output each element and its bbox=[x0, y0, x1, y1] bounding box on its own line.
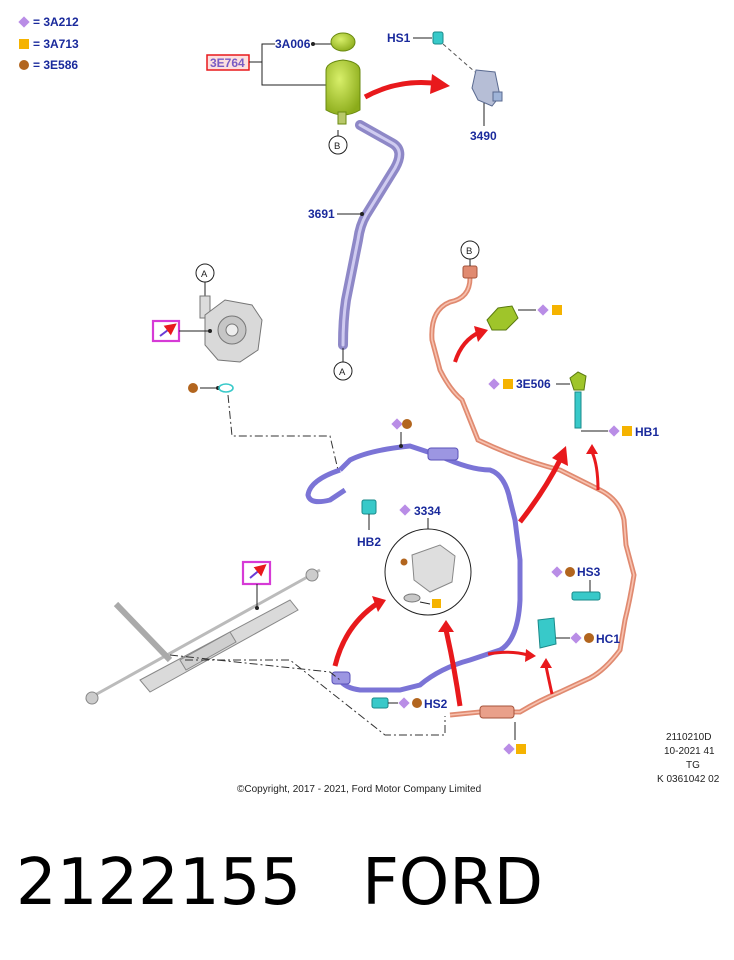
arrow-icon bbox=[363, 80, 441, 100]
bracket-label: 3490 bbox=[470, 129, 497, 143]
reservoir-cap-icon bbox=[330, 32, 356, 52]
legend-item-3e586: = 3E586 bbox=[19, 58, 78, 72]
square-icon bbox=[503, 379, 513, 389]
square-icon bbox=[19, 39, 29, 49]
bolt-icon bbox=[571, 591, 601, 601]
arrow-icon bbox=[544, 665, 554, 695]
circle-icon bbox=[188, 383, 198, 393]
pressure-fitting-label: 3E506 bbox=[516, 377, 551, 391]
arrow-icon bbox=[453, 330, 481, 363]
diamond-icon bbox=[488, 378, 500, 390]
reservoir-assembly-label: 3E764 bbox=[210, 56, 245, 70]
diamond-icon bbox=[399, 504, 411, 516]
hb2-label: HB2 bbox=[357, 535, 381, 549]
square-icon bbox=[432, 599, 441, 608]
legend-code: = 3E586 bbox=[33, 58, 78, 72]
circle-icon bbox=[565, 567, 575, 577]
connector-b-top-label: B bbox=[334, 141, 340, 152]
circle-icon bbox=[400, 558, 408, 566]
pressure-fitting-group: 3E506 HB1 bbox=[488, 371, 659, 524]
arrow-icon bbox=[487, 650, 529, 657]
connector-a-top-label: A bbox=[201, 269, 208, 280]
connector-b-top bbox=[328, 135, 348, 155]
circle-icon bbox=[19, 60, 29, 70]
pump-detail-label: 3334 bbox=[414, 504, 441, 518]
diamond-icon bbox=[503, 743, 515, 755]
hs2-label: HS2 bbox=[424, 697, 448, 711]
arrow-icon bbox=[249, 564, 267, 579]
meta-line-4: K 0361042 02 bbox=[657, 774, 720, 785]
drawing-meta: 2110210D 10-2021 41 TG K 0361042 02 bbox=[657, 732, 720, 785]
o-ring-icon bbox=[218, 383, 234, 393]
hc1-label: HC1 bbox=[596, 632, 620, 646]
fitting-icon bbox=[569, 371, 587, 391]
part-number: 2122155 bbox=[16, 846, 302, 920]
arrow-icon bbox=[159, 323, 177, 337]
pressure-line-group: B bbox=[429, 240, 637, 755]
connector-b-bottom-label: B bbox=[466, 246, 472, 257]
legend-item-3a713: = 3A713 bbox=[19, 37, 79, 51]
legend: = 3A212 = 3A713 = 3E586 bbox=[18, 15, 79, 72]
hs1-label: HS1 bbox=[387, 31, 411, 45]
clip-icon bbox=[537, 617, 557, 649]
reservoir-icon bbox=[325, 59, 361, 116]
diamond-icon bbox=[18, 16, 30, 28]
connector-a-bottom-label: A bbox=[339, 367, 346, 378]
bolt-icon bbox=[574, 391, 582, 429]
meta-line-2: 10-2021 41 bbox=[664, 746, 715, 757]
part-number-line: 2122155 FORD bbox=[16, 838, 726, 928]
connector-a-bottom bbox=[333, 361, 353, 381]
cap-label: 3A006 bbox=[275, 37, 311, 51]
power-steering-diagram: = 3A212 = 3A713 = 3E586 3E764 3A006 B HS… bbox=[18, 15, 720, 795]
square-icon bbox=[552, 305, 562, 315]
diamond-icon bbox=[551, 566, 563, 578]
clip-group: HS3 HC1 bbox=[487, 565, 620, 695]
diamond-icon bbox=[570, 632, 582, 644]
supply-hose bbox=[338, 120, 405, 350]
hs3-label: HS3 bbox=[577, 565, 601, 579]
reservoir-group: 3E764 3A006 B bbox=[206, 32, 361, 155]
arrow-icon bbox=[443, 629, 463, 707]
supply-hose-group: 3691 A bbox=[308, 120, 405, 381]
brand: FORD bbox=[362, 846, 543, 920]
diamond-icon bbox=[537, 304, 549, 316]
diamond-icon bbox=[608, 425, 620, 437]
return-line bbox=[337, 443, 523, 693]
bolt-icon bbox=[432, 31, 444, 45]
bracket-group: HS1 3490 bbox=[387, 31, 503, 143]
return-line-group: HB2 bbox=[305, 418, 523, 693]
supply-hose-label: 3691 bbox=[308, 207, 335, 221]
hb1-label: HB1 bbox=[635, 425, 659, 439]
meta-line-1: 2110210D bbox=[666, 732, 711, 743]
square-icon bbox=[516, 744, 526, 754]
square-icon bbox=[622, 426, 632, 436]
bolt-icon bbox=[361, 499, 377, 515]
connector-b-bottom bbox=[460, 240, 480, 260]
pump-group: A bbox=[151, 263, 339, 471]
legend-code: = 3A713 bbox=[33, 37, 79, 51]
legend-item-3a212: = 3A212 bbox=[18, 15, 79, 29]
circle-icon bbox=[584, 633, 594, 643]
legend-code: = 3A212 bbox=[33, 15, 79, 29]
bolt-icon bbox=[371, 697, 389, 709]
circle-icon bbox=[412, 698, 422, 708]
green-fitting-group bbox=[453, 304, 562, 363]
arrow-icon bbox=[590, 451, 600, 491]
arrow-icon bbox=[332, 600, 380, 667]
circle-icon bbox=[402, 419, 412, 429]
meta-line-3: TG bbox=[686, 760, 700, 771]
diamond-icon bbox=[391, 418, 403, 430]
pump-detail-group: 3334 bbox=[384, 504, 472, 616]
arrow-icon bbox=[518, 458, 563, 524]
arrow-head-icon bbox=[430, 74, 450, 94]
steering-rack-group bbox=[85, 560, 446, 736]
copyright: ©Copyright, 2017 - 2021, Ford Motor Comp… bbox=[237, 784, 481, 795]
hs2-group: HS2 bbox=[332, 596, 463, 711]
fitting-icon bbox=[486, 305, 519, 331]
diamond-icon bbox=[398, 697, 410, 709]
